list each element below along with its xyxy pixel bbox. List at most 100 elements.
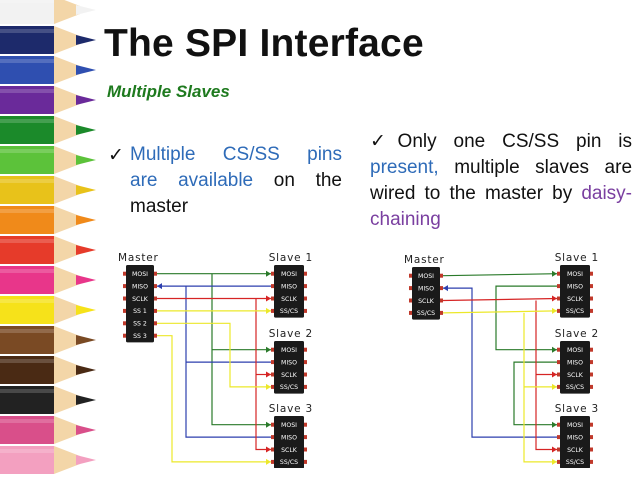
left-bullet-line-1: Multiple CS/SS pins xyxy=(130,144,342,165)
slave-label: Slave 1 xyxy=(269,252,313,264)
master-pin-label: MOSI xyxy=(418,273,434,280)
master-pin-label: SS 3 xyxy=(133,333,147,340)
slave-2-pin-label: SS/CS xyxy=(280,384,298,391)
slave-label: Slave 3 xyxy=(555,403,599,415)
slave-3-pin-label: MOSI xyxy=(567,422,583,429)
pencil-highlight xyxy=(0,389,54,393)
pencil-highlight xyxy=(0,29,54,33)
pencil-wood xyxy=(54,146,80,174)
slave-1-pin-label: MOSI xyxy=(567,271,583,278)
master-pin-left xyxy=(409,286,412,291)
slave-2-chip xyxy=(274,341,304,394)
pencil-highlight xyxy=(0,359,54,363)
pencil-wood xyxy=(54,326,80,354)
master-pin-right xyxy=(154,296,157,301)
pencil-body xyxy=(0,356,54,384)
divider xyxy=(97,0,100,478)
slave-1-pin-left xyxy=(271,296,274,301)
pencil-body xyxy=(0,266,54,294)
pencil-body xyxy=(0,116,54,144)
mosi-arrow xyxy=(266,346,271,353)
pencil-wood xyxy=(54,206,80,234)
sclk-wire xyxy=(535,300,557,451)
slave-2-pin-label: MOSI xyxy=(281,347,297,354)
slave-3-pin-label: SS/CS xyxy=(280,459,298,466)
slave-1-chip xyxy=(274,265,304,318)
chain-arrow xyxy=(552,346,557,353)
slave-3-chip xyxy=(560,416,590,468)
slave-1-pin-label: MISO xyxy=(281,283,297,290)
sclk-arrow xyxy=(266,371,271,378)
pencil-tip xyxy=(76,395,96,405)
slave-1-pin-right xyxy=(590,284,593,289)
pencil-highlight xyxy=(0,149,54,153)
ss-wire xyxy=(442,310,558,314)
pencil-wood xyxy=(54,176,80,204)
slave-3-pin-left xyxy=(557,435,560,440)
pencil-tip xyxy=(76,185,96,195)
sclk-arrow xyxy=(266,295,271,302)
pencil-wood xyxy=(54,296,80,324)
pencil-body xyxy=(0,0,54,24)
slave-3-pin-left xyxy=(557,447,560,452)
slave-1-chip xyxy=(560,265,590,318)
slave-1-pin-label: SCLK xyxy=(281,296,298,303)
master-pin-label: MOSI xyxy=(132,271,148,278)
slave-1-pin-right xyxy=(304,271,307,276)
sclk-arrow xyxy=(552,371,557,378)
mosi-wire xyxy=(442,273,558,277)
slave-2-pin-left xyxy=(557,384,560,389)
pencil-tip xyxy=(76,335,96,345)
slave-1-pin-label: SS/CS xyxy=(280,308,298,315)
left-bullet-line-3: master xyxy=(130,196,189,217)
pencil-highlight xyxy=(0,0,54,3)
pencil-body xyxy=(0,296,54,324)
pencil-body xyxy=(0,56,54,84)
sclk-wire xyxy=(442,297,558,302)
pencil-wood xyxy=(54,86,80,114)
slave-2-pin-right xyxy=(590,372,593,377)
pencil-body xyxy=(0,446,54,474)
slave-3-pin-label: SCLK xyxy=(281,447,298,454)
master-pin-right xyxy=(440,273,443,278)
pencil-tip xyxy=(76,425,96,435)
slave-2-pin-left xyxy=(271,347,274,352)
master-pin-right xyxy=(440,286,443,291)
master-label: Master xyxy=(404,254,445,266)
pencil-body xyxy=(0,206,54,234)
pencil-tip xyxy=(76,305,96,315)
slave-1-pin-label: SCLK xyxy=(567,296,584,303)
pencil-tip xyxy=(76,455,96,465)
pencil-highlight xyxy=(0,179,54,183)
slave-1-pin-right xyxy=(304,296,307,301)
master-pin-right xyxy=(154,308,157,313)
pencil-highlight xyxy=(0,419,54,423)
master-pin-label: MISO xyxy=(132,283,148,290)
slave-3-pin-label: MISO xyxy=(281,434,297,441)
slave-2-pin-right xyxy=(590,360,593,365)
section-subtitle: Multiple Slaves xyxy=(107,82,230,101)
slave-label: Slave 3 xyxy=(269,403,313,415)
slave-1-pin-left xyxy=(271,284,274,289)
pencil-wood xyxy=(54,266,80,294)
pencil-body xyxy=(0,236,54,264)
master-pin-left xyxy=(409,273,412,278)
pencil-wood xyxy=(54,356,80,384)
left-bullet-line-2: are available on the xyxy=(130,170,343,191)
chain-wire xyxy=(495,285,557,351)
master-pin-left xyxy=(123,271,126,276)
right-bullet: ✓Only one CS/SS pin is present, multiple… xyxy=(370,128,632,233)
slave-1-pin-left xyxy=(271,271,274,276)
slave-3-pin-left xyxy=(271,422,274,427)
pencil-tip xyxy=(76,245,96,255)
pencil-wood xyxy=(54,446,80,474)
slave-3-pin-left xyxy=(271,435,274,440)
slave-2-pin-right xyxy=(590,347,593,352)
pencil-wood xyxy=(54,56,80,84)
page-title: The SPI Interface xyxy=(104,22,424,65)
slave-2-pin-right xyxy=(590,384,593,389)
slave-3-pin-right xyxy=(590,435,593,440)
slave-3-pin-label: MOSI xyxy=(281,422,297,429)
master-pin-left xyxy=(123,333,126,338)
slave-label: Slave 2 xyxy=(269,328,313,340)
